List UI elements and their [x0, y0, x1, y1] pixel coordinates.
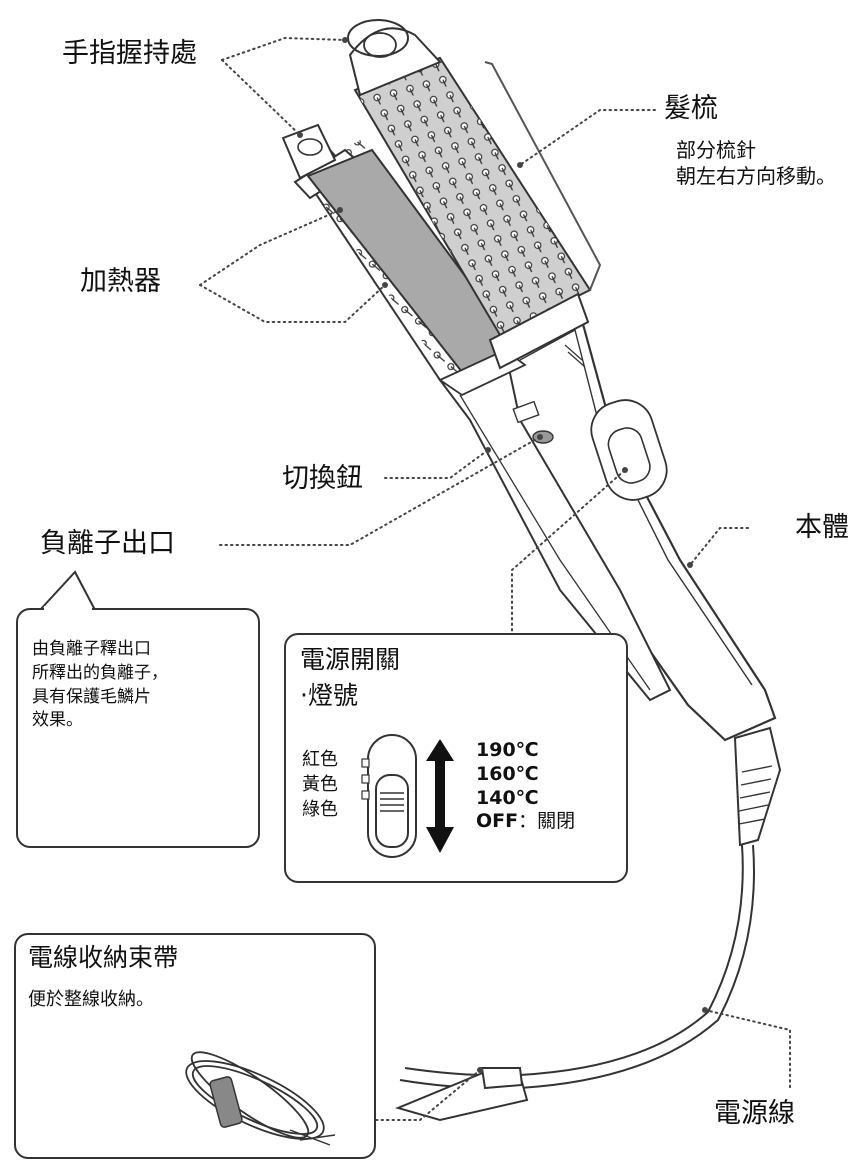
lamp-indicator [361, 790, 370, 800]
power-switch-title-1: 電源開關 [300, 645, 401, 674]
coiled-cord-thumbnail [185, 1051, 336, 1146]
power-cord-label: 電源線 [714, 1098, 795, 1129]
ion-note-box: 由負離子釋出口 所釋出的負離子， 具有保護毛鱗片 效果。 [16, 608, 260, 848]
setting-140: 140℃ [476, 786, 539, 809]
bubble-tail-join [44, 606, 92, 611]
temperature-settings: 190℃ 160℃ 140℃ OFF：關閉 [476, 739, 575, 834]
speech-bubble-tail [39, 570, 96, 611]
power-switch-box: 電源開關 ‧燈號 紅色 黃色 綠色 190℃ 160℃ 140℃ OFF：關閉 [284, 633, 628, 883]
switch-button-label: 切換鈕 [282, 463, 363, 494]
ion-note-line: 效果。 [32, 710, 83, 731]
lamp-color-yellow: 黃色 [302, 774, 338, 796]
ion-note-line: 具有保護毛鱗片 [32, 686, 151, 707]
cord-strain-relief [733, 726, 782, 847]
ion-note-line: 所釋出的負離子， [32, 662, 168, 683]
finger-grip-label: 手指握持處 [62, 38, 197, 69]
cord-band-desc: 便於整線收納。 [28, 989, 154, 1010]
main-body-label: 本體 [795, 512, 849, 543]
off-key: OFF [476, 810, 519, 833]
lamp-colors-list: 紅色 黃色 綠色 [302, 747, 338, 823]
cord-band [394, 1067, 529, 1122]
comb-label: 髮梳 [664, 93, 718, 124]
ion-note-line: 由負離子釋出口 [32, 639, 151, 659]
ion-outlet-label: 負離子出口 [40, 528, 175, 559]
leader-lines [199, 36, 791, 1121]
comb-desc-line-1: 部分梳針 [676, 138, 756, 162]
heater-arm [281, 123, 672, 702]
setting-160: 160℃ [476, 762, 539, 785]
comb-barrel [347, 19, 602, 370]
off-desc: 關閉 [537, 810, 576, 833]
power-switch-title-2: ‧燈號 [300, 681, 358, 710]
up-down-arrow-icon [426, 739, 454, 853]
cord-band-box: 電線收納束帶 便於整線收納。 [14, 933, 376, 1159]
lamp-indicator [361, 774, 370, 784]
setting-off: OFF：關閉 [476, 810, 575, 834]
lamp-color-green: 綠色 [302, 799, 338, 821]
comb-desc-line-2: 朝左右方向移動。 [676, 164, 836, 188]
off-separator: ： [518, 810, 538, 833]
lamp-color-red: 紅色 [302, 749, 338, 770]
setting-190: 190℃ [476, 739, 539, 761]
cord-band-title: 電線收納束帶 [28, 943, 179, 972]
lamp-indicator [361, 758, 370, 768]
slide-switch-diagram [361, 734, 454, 858]
ion-note-text: 由負離子釋出口 所釋出的負離子， 具有保護毛鱗片 效果。 [32, 638, 168, 733]
leader-dots [297, 37, 708, 1073]
main-body-shape [488, 293, 777, 742]
heater-label: 加熱器 [80, 266, 161, 297]
